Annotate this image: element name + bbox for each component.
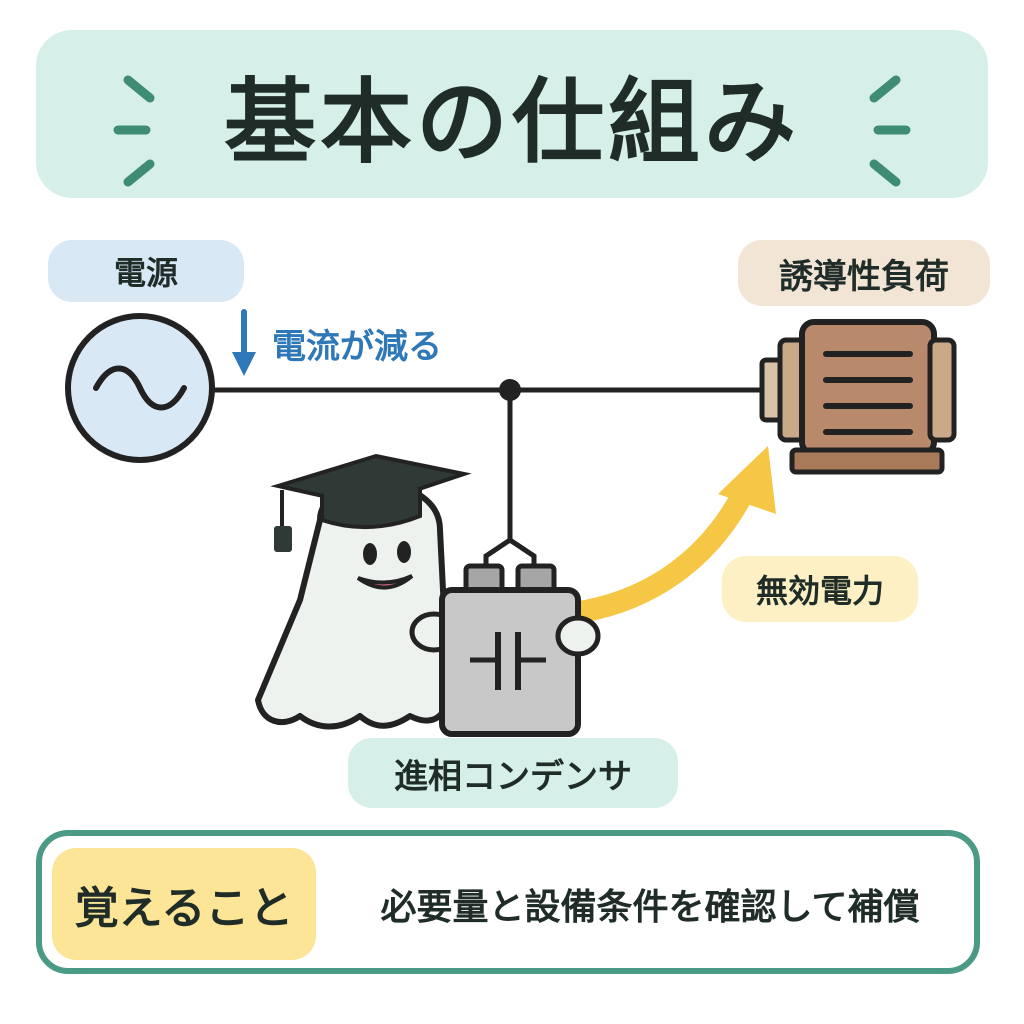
junction-dot: [499, 379, 521, 401]
memo-tag: 覚えること: [52, 848, 316, 960]
ghost-mascot: [255, 453, 472, 730]
motor-icon: [759, 319, 957, 475]
sparkle-right-icon: [869, 75, 911, 187]
reactive-power-label: 無効電力: [722, 556, 918, 622]
load-label: 誘導性負荷: [738, 240, 990, 306]
capacitor-icon: [439, 536, 601, 737]
ac-source-icon: [65, 313, 215, 463]
page-title: 基本の仕組み: [223, 68, 800, 176]
source-label: 電源: [48, 240, 244, 302]
memo-text: 必要量と設備条件を確認して補償: [380, 887, 920, 928]
curved-arrow-icon: [569, 446, 776, 623]
capacitor-label: 進相コンデンサ: [348, 738, 678, 808]
down-arrow-icon: [232, 309, 256, 376]
graduation-cap-icon: [270, 453, 472, 552]
current-label: 電流が減る: [272, 326, 442, 367]
title-banner: 基本の仕組み: [36, 30, 988, 198]
sparkle-left-icon: [113, 75, 155, 187]
